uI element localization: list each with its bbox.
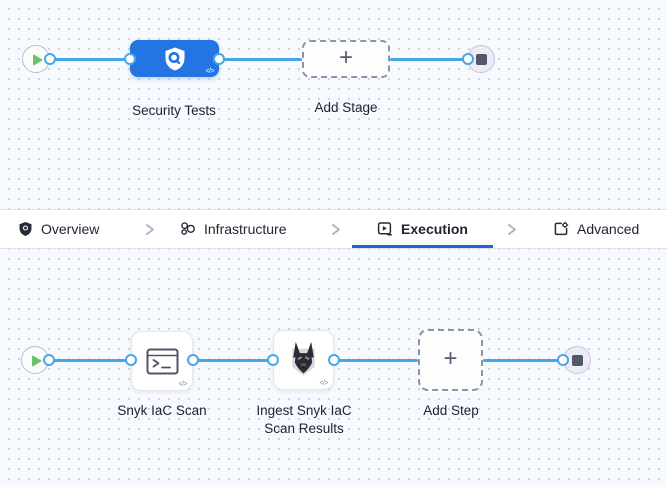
chevron-right-icon [142, 222, 157, 237]
edge-step2-to-addstep [334, 359, 418, 362]
connector-port[interactable] [44, 53, 56, 65]
tab-overview-label: Overview [41, 221, 100, 237]
tab-advanced[interactable]: Advanced [553, 210, 639, 248]
pipeline-tab-bar: Overview Infrastructure [0, 209, 667, 249]
edge-step1-to-step2 [193, 359, 273, 362]
step-node-ingest-snyk-results[interactable]: </> [273, 330, 334, 390]
tab-execution[interactable]: Execution [352, 210, 493, 248]
terminal-icon [146, 348, 179, 375]
play-icon [33, 54, 43, 66]
edge-addstep-to-end [483, 359, 563, 362]
snyk-dog-icon [288, 341, 319, 379]
tab-execution-label: Execution [401, 221, 468, 237]
code-badge-icon: </> [205, 68, 214, 75]
connector-port[interactable] [187, 354, 199, 366]
tab-infrastructure[interactable]: Infrastructure [180, 210, 286, 248]
edge-start-to-stage [50, 58, 130, 61]
connector-port[interactable] [124, 53, 136, 65]
edge-addstage-to-end [390, 58, 468, 61]
edge-stage-to-addstage [219, 58, 302, 61]
chevron-right-icon [328, 222, 343, 237]
shield-icon [18, 221, 33, 237]
plus-icon: + [443, 345, 458, 372]
stop-icon [571, 354, 583, 366]
add-step-label: Add Step [423, 403, 479, 418]
connector-port[interactable] [267, 354, 279, 366]
connector-port[interactable] [213, 53, 225, 65]
chevron-right-icon [504, 222, 519, 237]
plus-icon: + [338, 44, 353, 71]
connector-port[interactable] [125, 354, 137, 366]
code-badge-icon: </> [178, 381, 187, 388]
tab-infrastructure-label: Infrastructure [204, 221, 287, 237]
step2-label: Ingest Snyk IaC Scan Results [256, 403, 352, 436]
add-stage-button[interactable]: + [302, 40, 390, 78]
edge-start-to-step1 [49, 359, 131, 362]
stage-node-security-tests[interactable]: </> [130, 40, 219, 77]
stage-label: Security Tests [132, 103, 216, 118]
step-node-snyk-iac-scan[interactable]: </> [131, 331, 193, 391]
gear-file-icon [553, 221, 569, 237]
step1-label: Snyk IaC Scan [117, 403, 207, 418]
add-stage-label: Add Stage [314, 100, 378, 115]
code-badge-icon: </> [319, 380, 328, 387]
stop-icon [475, 53, 487, 65]
selected-tab-underline [352, 245, 493, 248]
play-square-icon [377, 221, 393, 237]
tab-overview[interactable]: Overview [18, 210, 99, 248]
connector-port[interactable] [557, 354, 569, 366]
connector-port[interactable] [328, 354, 340, 366]
add-step-button[interactable]: + [418, 329, 483, 391]
shield-scan-icon [163, 46, 187, 72]
tab-advanced-label: Advanced [577, 221, 640, 237]
connector-port[interactable] [43, 354, 55, 366]
cluster-icon [180, 221, 196, 237]
connector-port[interactable] [462, 53, 474, 65]
play-icon [32, 355, 42, 367]
